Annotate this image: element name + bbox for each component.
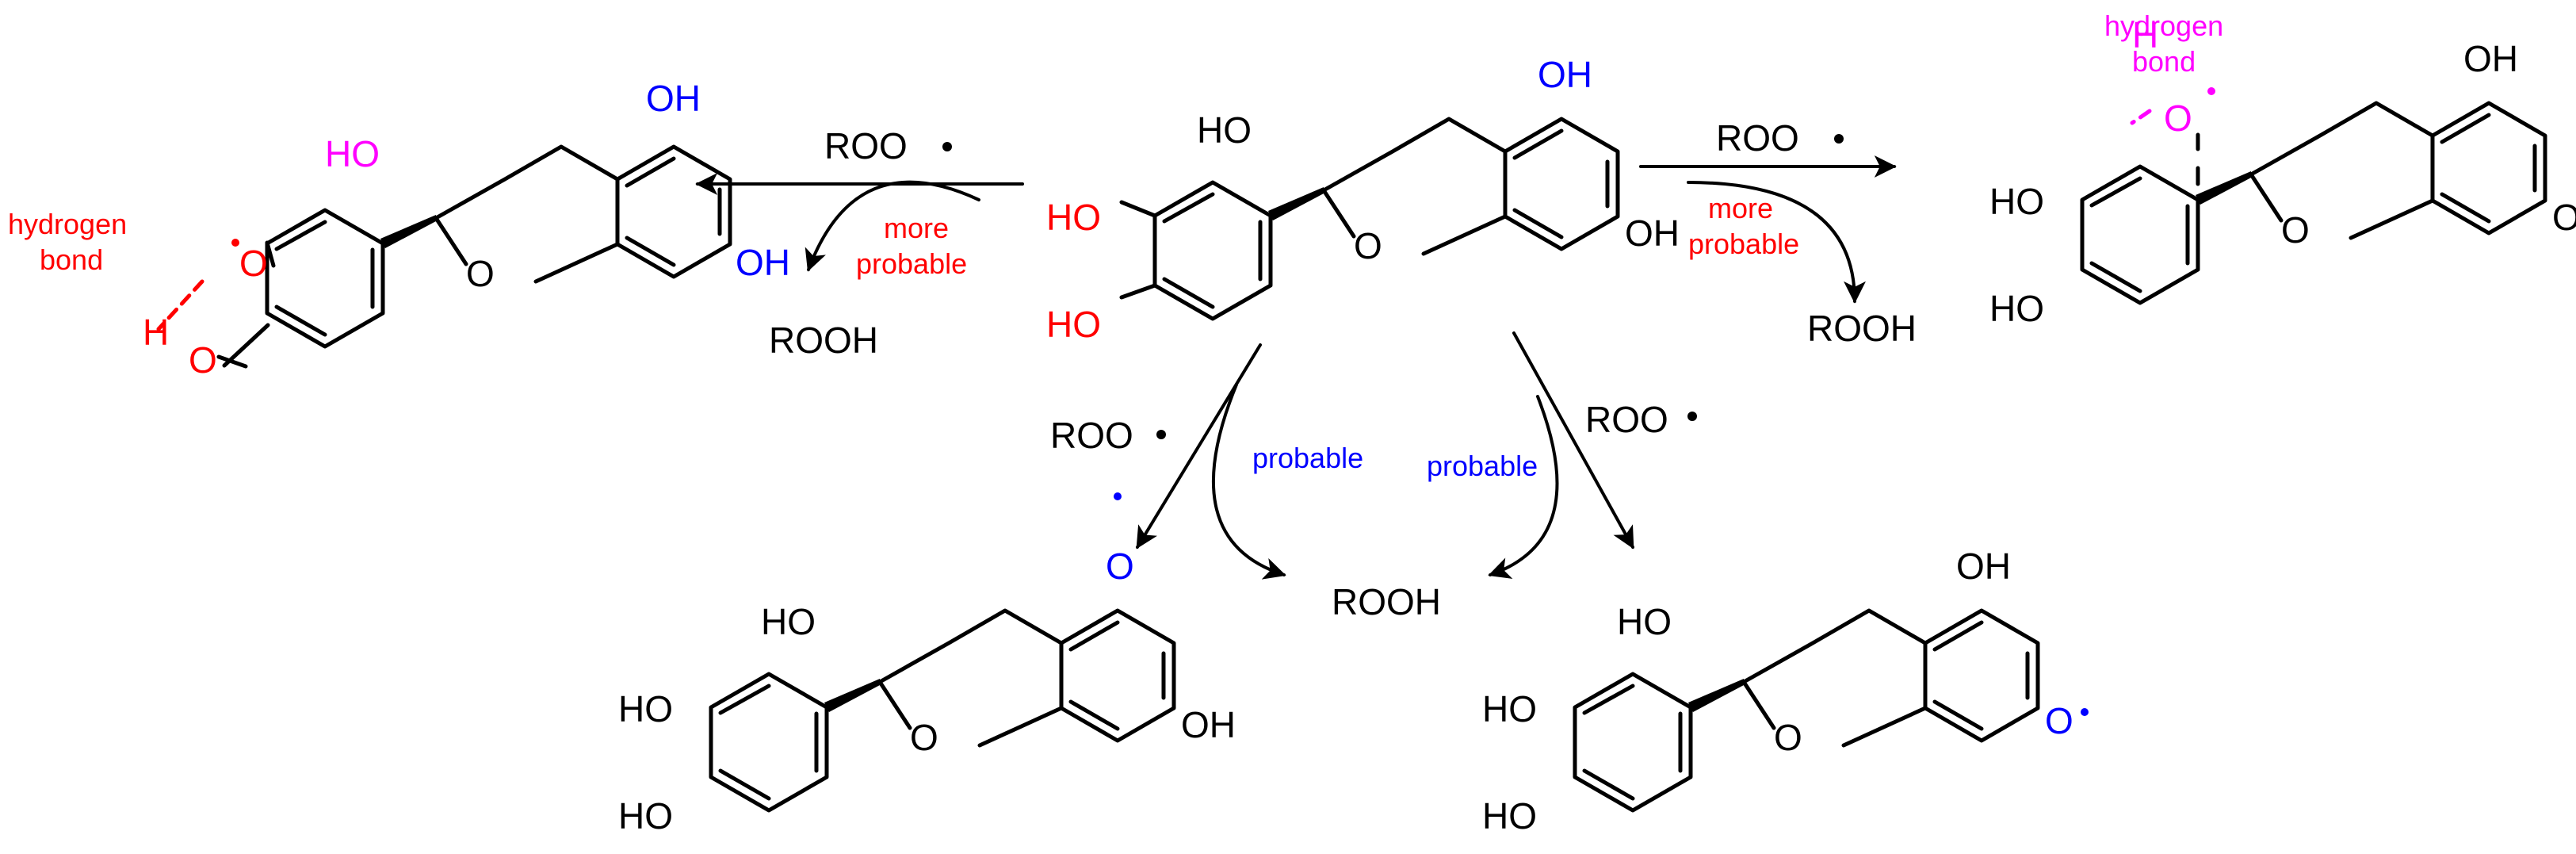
hydrogen-bond-label: hydrogen — [2104, 10, 2223, 42]
svg-text:bond: bond — [40, 243, 103, 276]
radical-dot — [1834, 134, 1844, 144]
reagent-roo: ROO — [1050, 415, 1133, 456]
probable-label: probable — [1427, 450, 1538, 482]
radical-oxygen: O — [239, 243, 268, 284]
radical-dot — [1114, 492, 1122, 500]
product-c7-radical: O HO OH HO HO O — [1482, 546, 2073, 837]
catechin-center: O HO OH OH HO HO — [1046, 54, 1680, 345]
c3prime-hydroxyl: HO — [1046, 197, 1101, 238]
c5-hydroxyl: OH — [2463, 38, 2518, 79]
product-c3-radical: O OH OH HO HO O H — [1989, 14, 2576, 329]
c7-hydroxyl: OH — [1625, 213, 1680, 254]
radical-dot — [2081, 708, 2089, 716]
c3-hydroxyl: HO — [325, 133, 380, 174]
reagent-rooh: ROOH — [1807, 308, 1917, 349]
curved-arrow-left — [805, 180, 980, 272]
c4prime-hydroxyl: HO — [618, 795, 673, 837]
probable-label: probable — [1688, 228, 1799, 260]
svg-text:O: O — [1774, 717, 1802, 758]
c4prime-hydroxyl: HO — [1482, 795, 1537, 837]
radical-dot — [1687, 412, 1697, 421]
arrow-to-c7-product — [1512, 331, 1634, 550]
probable-label: probable — [1252, 442, 1363, 474]
radical-dot — [231, 239, 239, 247]
more-label: more — [884, 212, 949, 244]
reagent-rooh: ROOH — [1332, 581, 1441, 622]
c3prime-hydroxyl: HO — [618, 688, 673, 730]
reagent-rooh: ROOH — [769, 320, 878, 361]
c3-hydroxyl: HO — [1617, 601, 1672, 642]
product-c5-radical: O HO OH HO HO O — [618, 546, 1236, 837]
radical-dot — [942, 142, 952, 151]
radical-oxygen: O — [1106, 546, 1134, 587]
svg-text:O: O — [466, 253, 495, 294]
svg-text:O: O — [2281, 209, 2310, 251]
c3-hydroxyl: HO — [761, 601, 816, 642]
more-label: more — [1708, 192, 1773, 224]
svg-text:bond: bond — [2132, 45, 2196, 78]
radical-dot — [2207, 87, 2215, 95]
curved-arrow-bottom-left — [1212, 383, 1286, 580]
c3prime-hydroxyl: HO — [1989, 181, 2044, 222]
radical-oxygen: O — [2164, 98, 2192, 139]
hydrogen-bond-line — [156, 279, 204, 331]
ring-oxygen: O — [1354, 225, 1382, 266]
phenol-oxygen: O — [189, 339, 217, 381]
c5-hydroxyl: OH — [1956, 546, 2011, 587]
curved-arrow-right — [1687, 181, 1866, 304]
aromatic-hydrogen: H — [2132, 14, 2158, 56]
c4prime-hydroxyl: HO — [1989, 288, 2044, 329]
hydrogen-bond-line — [2130, 109, 2152, 125]
c7-hydroxyl: OH — [1181, 704, 1236, 745]
radical-dot — [1156, 430, 1166, 439]
reagent-roo: ROO — [1585, 399, 1668, 440]
c7-hydroxyl: OH — [2552, 197, 2576, 238]
hydrogen-bond-label: hydrogen — [8, 208, 127, 240]
reagent-roo: ROO — [1716, 117, 1799, 159]
reagent-roo: ROO — [824, 125, 908, 167]
c3-hydroxyl: HO — [1197, 109, 1252, 151]
svg-text:O: O — [910, 717, 938, 758]
phenol-hydrogen: H — [143, 312, 169, 353]
c5-hydroxyl: OH — [646, 78, 701, 119]
c3prime-hydroxyl: HO — [1482, 688, 1537, 730]
c4prime-hydroxyl: HO — [1046, 304, 1101, 345]
arrow-to-c5-product — [1136, 343, 1262, 550]
probable-label: probable — [856, 247, 967, 280]
c5-hydroxyl: OH — [1538, 54, 1592, 95]
radical-oxygen: O — [2045, 700, 2073, 741]
curved-arrow-bottom-right — [1488, 395, 1559, 579]
product-4prime-radical: O HO OH OH — [267, 78, 790, 347]
c7-hydroxyl: OH — [736, 242, 790, 283]
